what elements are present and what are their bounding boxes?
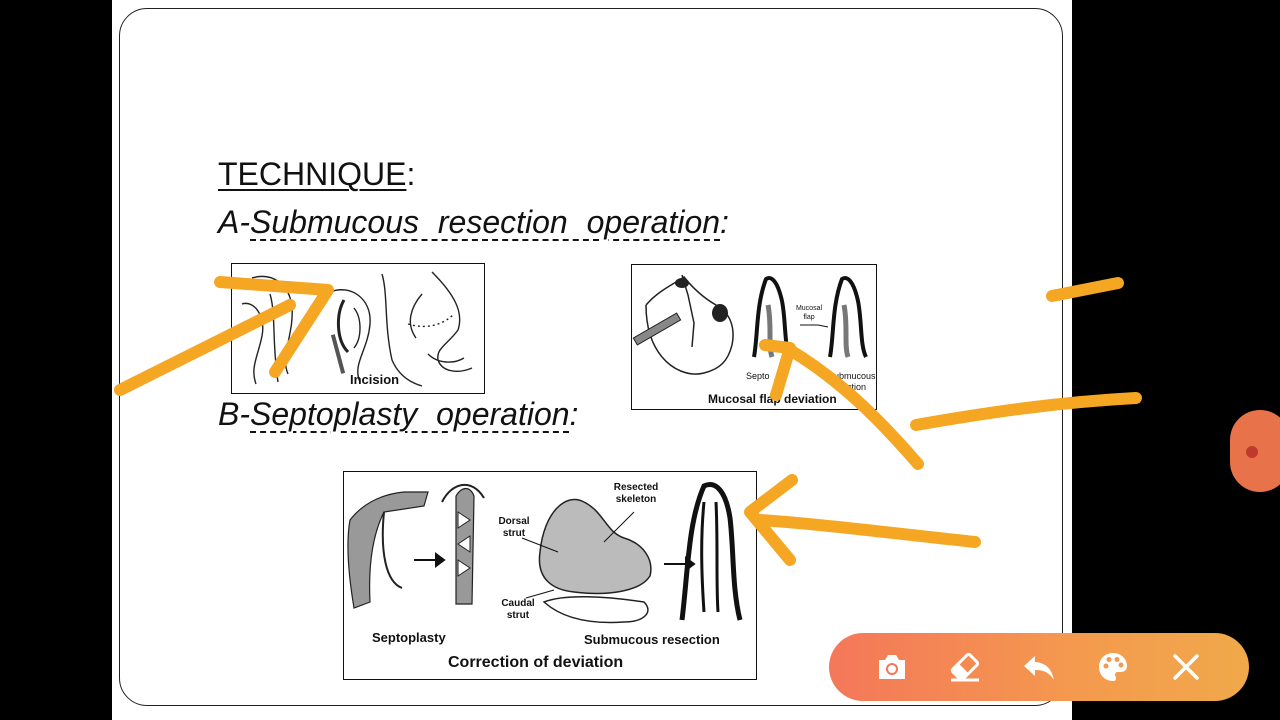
- label-submucous-resection: Submucous resection: [584, 632, 720, 647]
- label-septo: Septo: [746, 371, 770, 381]
- undo-icon: [1023, 656, 1054, 680]
- heading-text: TECHNIQUE: [218, 156, 407, 192]
- caption-correction: Correction of deviation: [448, 654, 624, 671]
- camera-button[interactable]: [872, 647, 912, 687]
- label-resection-partial: ection: [842, 382, 867, 392]
- close-button[interactable]: [1166, 647, 1206, 687]
- section-b-colon: :: [569, 396, 579, 432]
- label-caudal-strut: Caudal strut: [501, 598, 535, 621]
- mucosal-flap-illustration: [632, 274, 868, 375]
- label-submucous: Submucous: [828, 371, 876, 381]
- section-a-prefix: A-: [218, 204, 250, 240]
- section-a-colon: :: [720, 204, 729, 240]
- camera-icon: [878, 655, 905, 679]
- slide-heading: TECHNIQUE:: [218, 156, 415, 193]
- section-b-text: Septoplasty operation: [250, 396, 570, 432]
- label-dorsal-strut: Dorsal strut: [498, 516, 530, 539]
- heading-colon: :: [406, 156, 416, 192]
- palette-button[interactable]: [1093, 647, 1133, 687]
- eraser-button[interactable]: [945, 647, 985, 687]
- label-resected-skeleton: Resected skeleton: [613, 482, 659, 505]
- figure-mucosal-flap: Mucosal flap Septo Submucous ection Muco…: [631, 264, 877, 410]
- undo-button[interactable]: [1019, 647, 1059, 687]
- label-mucosal-flap: Mucosal flap: [795, 305, 823, 321]
- caption-mucosal-flap: Mucosal flap deviation: [708, 392, 837, 406]
- section-a-text: Submucous resection operation: [250, 204, 721, 240]
- correction-illustration: [347, 482, 743, 624]
- figure-correction: Resected skeleton Dorsal strut Caudal st…: [343, 471, 757, 680]
- label-septoplasty: Septoplasty: [372, 630, 446, 645]
- palette-icon: [1098, 653, 1127, 681]
- section-a-title: A-Submucous resection operation:: [218, 204, 729, 241]
- eraser-icon: [951, 652, 980, 682]
- section-b-title: B-Septoplasty operation:: [218, 396, 578, 433]
- annotation-toolbar: [829, 633, 1249, 701]
- section-b-prefix: B-: [218, 396, 250, 432]
- record-dot-icon: [1246, 446, 1258, 458]
- floating-record-button[interactable]: [1230, 410, 1280, 492]
- caption-incision: Incision: [350, 372, 400, 387]
- close-icon: [1173, 654, 1199, 680]
- figure-incision: Incision: [231, 263, 485, 394]
